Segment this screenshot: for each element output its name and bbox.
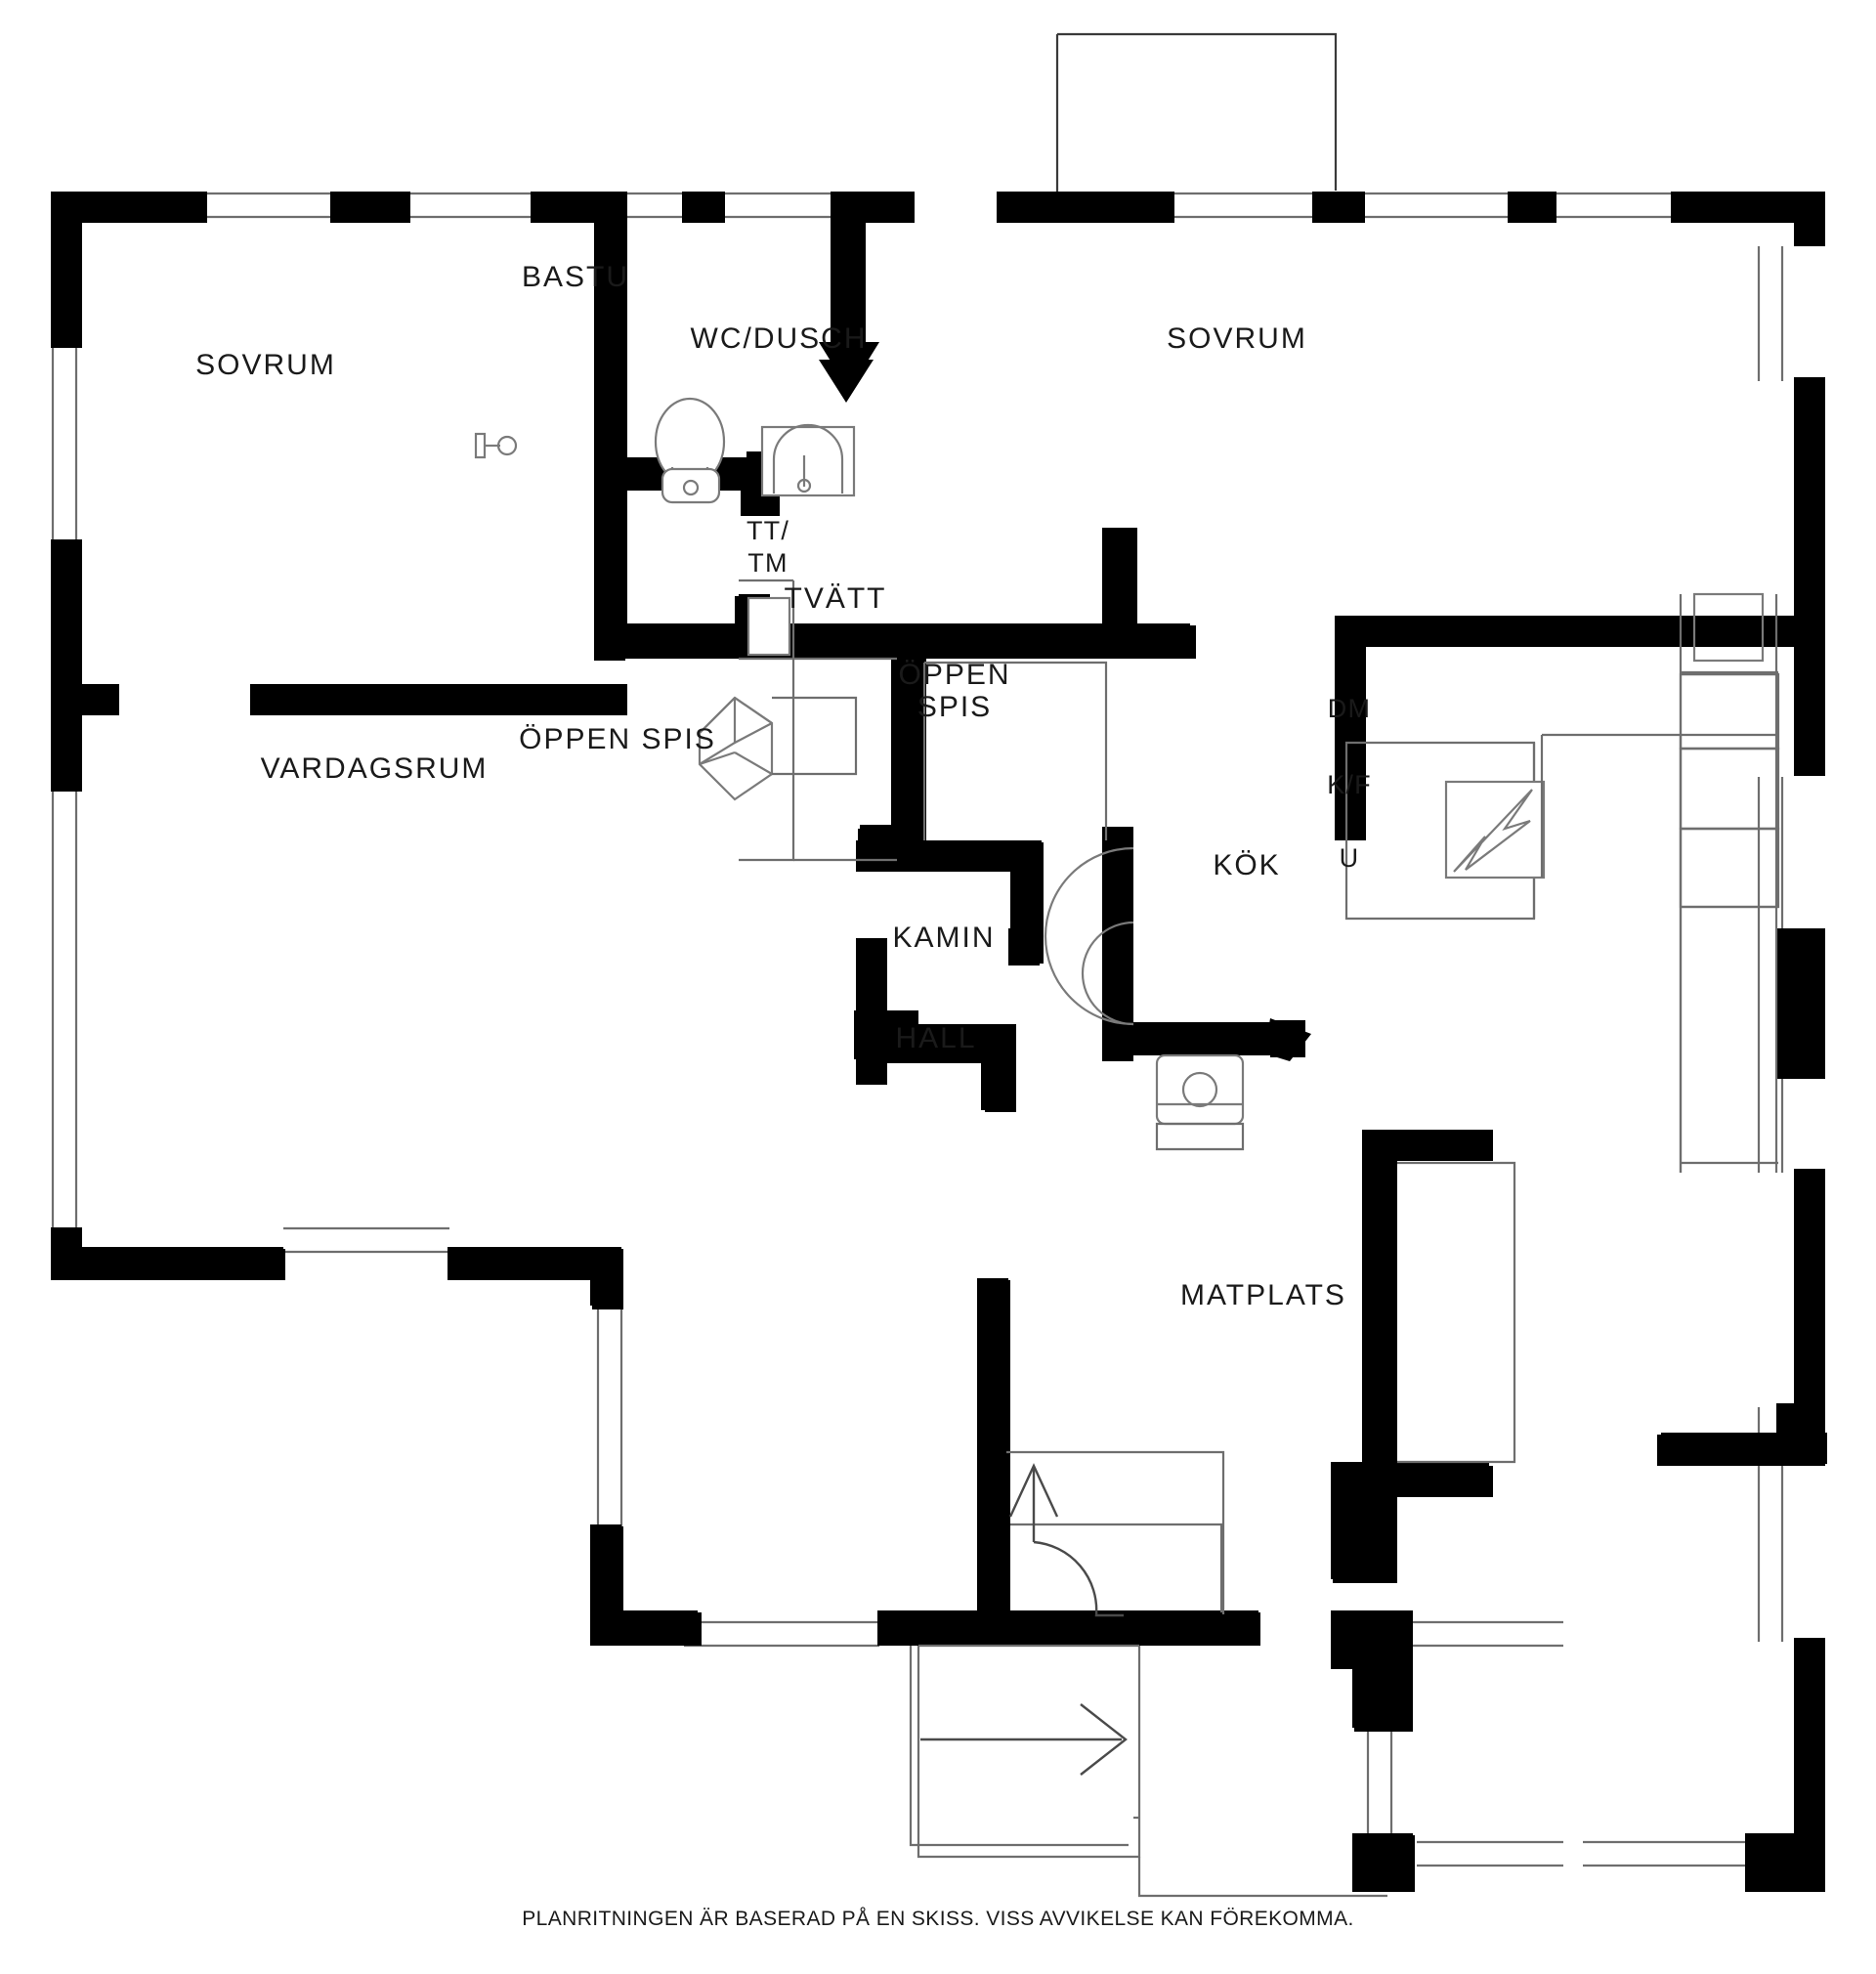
exterior-projection-top xyxy=(1055,32,1338,193)
room-label-vardagsrum: VARDAGSRUM xyxy=(261,752,489,785)
room-label-wc-dusch: WC/DUSCH xyxy=(691,322,868,355)
thin-interior-outlines xyxy=(909,741,1536,1898)
appliance-label-kf: K/F xyxy=(1327,770,1372,799)
stove-hob xyxy=(1444,735,1546,880)
sliding-door-entrance xyxy=(920,1703,1128,1776)
room-label-kok: KÖK xyxy=(1213,849,1280,881)
tap-fixture xyxy=(474,432,518,459)
label-oppen-spis-right-line1: ÖPPEN xyxy=(898,659,1010,691)
plan-disclaimer-caption: PLANRITNINGEN ÄR BASERAD PÅ EN SKISS. VI… xyxy=(522,1908,1354,1930)
label-oppen-spis-left: ÖPPEN SPIS xyxy=(519,723,716,755)
counter-run xyxy=(1542,592,1778,1173)
shower-fixture xyxy=(760,423,856,497)
washing-machine xyxy=(739,579,795,862)
room-label-matplats: MATPLATS xyxy=(1180,1279,1346,1311)
room-labels: SOVRUM BASTU WC/DUSCH SOVRUM TT/ TM TVÄT… xyxy=(195,261,1346,1311)
fireplace-left xyxy=(698,696,858,801)
door-swing-hall xyxy=(1008,1463,1223,1617)
room-label-bastu: BASTU xyxy=(522,261,629,293)
tvatt-outline xyxy=(793,657,1108,862)
appliance-labels: DM K/F U xyxy=(1327,694,1372,873)
fireplace-right xyxy=(1044,846,1134,1026)
label-tt-tm-line2: TM xyxy=(747,548,788,578)
wall-structure-detail xyxy=(51,192,1825,1892)
wood-stove xyxy=(1155,1053,1245,1151)
toilet-fixture xyxy=(654,397,726,504)
room-label-hall: HALL xyxy=(895,1022,976,1054)
appliance-label-dm: DM xyxy=(1328,694,1371,723)
appliance-cells xyxy=(1679,672,1780,909)
room-label-sovrum-right: SOVRUM xyxy=(1167,322,1307,355)
label-kamin: KAMIN xyxy=(892,922,995,954)
room-label-tvatt: TVÄTT xyxy=(785,582,887,615)
label-oppen-spis-right-line2: SPIS xyxy=(917,691,992,723)
room-label-sovrum-left: SOVRUM xyxy=(195,349,336,381)
hall-wardrobe xyxy=(1397,1161,1516,1464)
label-tt-tm-line1: TT/ xyxy=(746,516,789,545)
appliance-label-u: U xyxy=(1340,843,1360,873)
